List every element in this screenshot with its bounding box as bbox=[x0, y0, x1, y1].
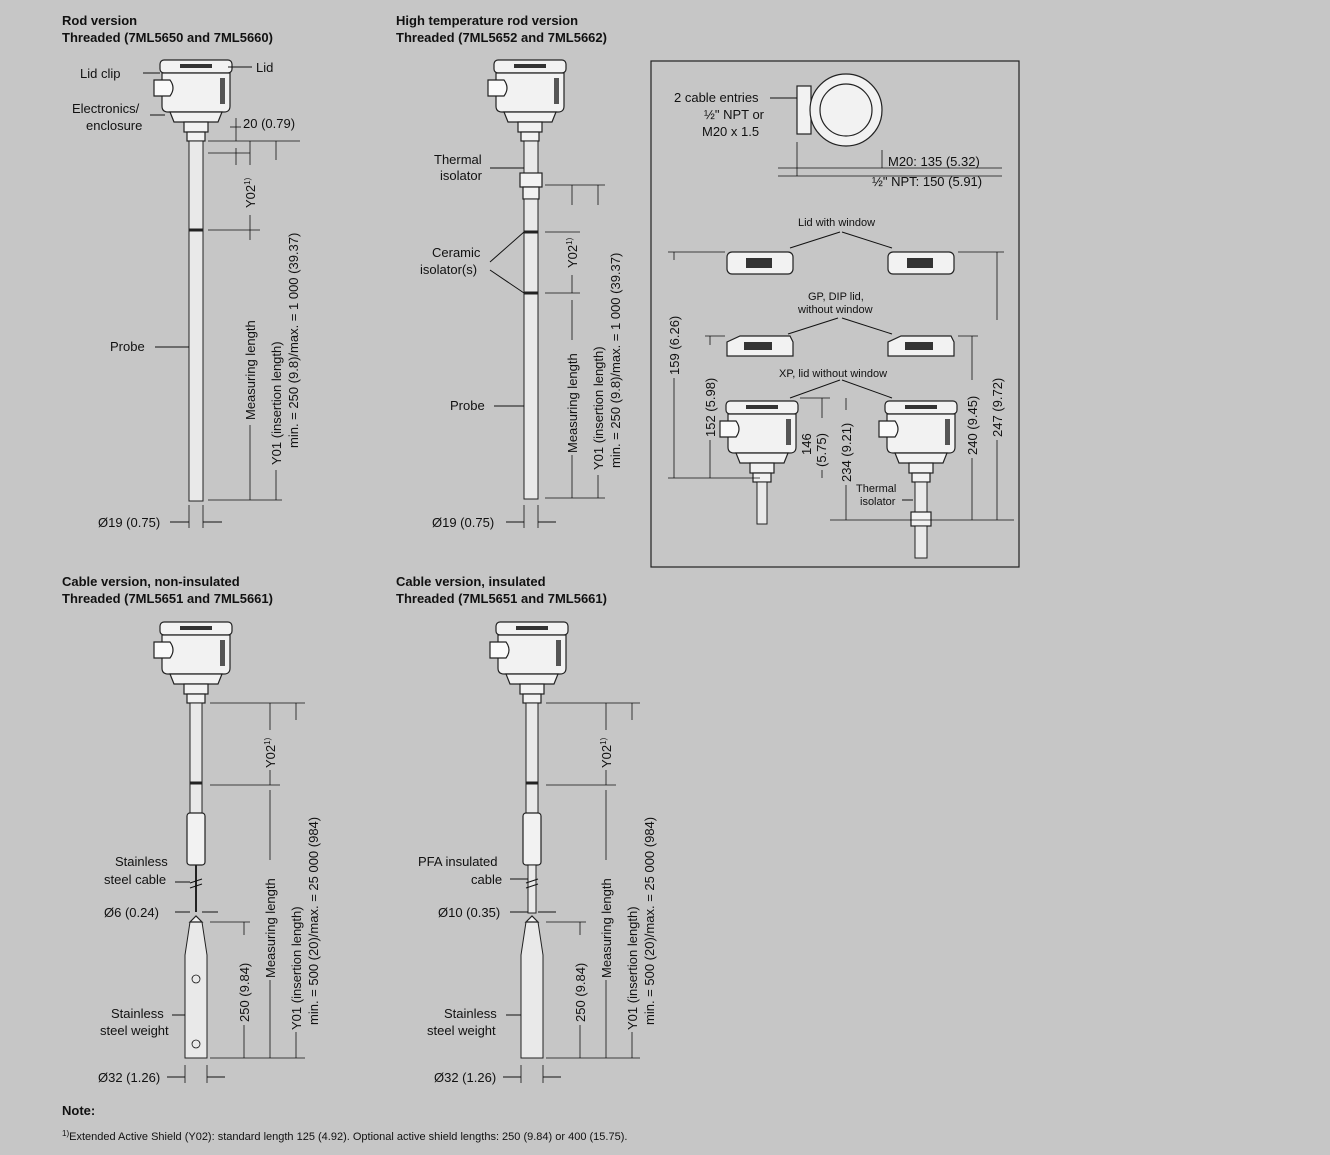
cable-non-subtitle: Threaded (7ML5651 and 7ML5661) bbox=[62, 591, 273, 606]
lid-clip-label: Lid clip bbox=[80, 66, 120, 81]
ht-rod-version-drawing bbox=[487, 59, 605, 528]
cable-insulated-drawing bbox=[489, 621, 640, 1083]
stainless-weight-non-1: Stainless bbox=[111, 1006, 164, 1021]
ceramic-label-2: isolator(s) bbox=[420, 262, 477, 277]
y01-rod-line1: Y01 (insertion length) bbox=[269, 341, 284, 465]
dim-250-non: 250 (9.84) bbox=[237, 963, 252, 1022]
cable-non-insulated-drawing bbox=[153, 621, 305, 1083]
cable-entries-3: M20 x 1.5 bbox=[702, 124, 759, 139]
dim-234: 234 (9.21) bbox=[839, 423, 854, 482]
dia-32-ins: Ø32 (1.26) bbox=[434, 1070, 496, 1085]
note-title: Note: bbox=[62, 1103, 95, 1118]
electronics-label-2: enclosure bbox=[86, 118, 142, 133]
y01-cable-non-line2: min. = 500 (20)/max. = 25 000 (984) bbox=[306, 817, 321, 1025]
y02-label-cable-ins: Y021) bbox=[599, 737, 614, 768]
rod-version-drawing bbox=[143, 59, 300, 528]
inset-thermal-2: isolator bbox=[860, 496, 896, 508]
dim-247: 247 (9.72) bbox=[990, 378, 1005, 437]
measuring-length-cable-ins: Measuring length bbox=[599, 878, 614, 978]
gp-dip-label-2: without window bbox=[797, 304, 873, 316]
dia-19-ht: Ø19 (0.75) bbox=[432, 515, 494, 530]
dia-32-non: Ø32 (1.26) bbox=[98, 1070, 160, 1085]
y01-cable-non-line1: Y01 (insertion length) bbox=[289, 906, 304, 1030]
pfa-label-1: PFA insulated bbox=[418, 854, 498, 869]
ht-rod-title: High temperature rod version bbox=[396, 13, 578, 28]
y01-rod-line2: min. = 250 (9.8)/max. = 1 000 (39.37) bbox=[286, 233, 301, 448]
y02-label-ht: Y021) bbox=[565, 237, 580, 268]
rod-title: Rod version bbox=[62, 13, 137, 28]
y01-cable-ins-line1: Y01 (insertion length) bbox=[625, 906, 640, 1030]
steel-cable-label: steel cable bbox=[104, 872, 166, 887]
dim-240: 240 (9.45) bbox=[965, 396, 980, 455]
electronics-label-1: Electronics/ bbox=[72, 101, 140, 116]
dim-npt: ½" NPT: 150 (5.91) bbox=[872, 174, 982, 189]
dim-159: 159 (6.26) bbox=[667, 316, 682, 375]
rod-subtitle: Threaded (7ML5650 and 7ML5660) bbox=[62, 30, 273, 45]
lid-with-window-label: Lid with window bbox=[798, 217, 875, 229]
cable-entries-1: 2 cable entries bbox=[674, 90, 759, 105]
xp-lid-label: XP, lid without window bbox=[779, 368, 887, 380]
measuring-length-ht: Measuring length bbox=[565, 353, 580, 453]
enclosure-options-inset bbox=[650, 60, 1020, 568]
dia-19-rod: Ø19 (0.75) bbox=[98, 515, 160, 530]
y01-cable-ins-line2: min. = 500 (20)/max. = 25 000 (984) bbox=[642, 817, 657, 1025]
ceramic-label-1: Ceramic bbox=[432, 245, 481, 260]
cable-non-title: Cable version, non-insulated bbox=[62, 574, 240, 589]
probe-label-ht: Probe bbox=[450, 398, 485, 413]
stainless-label-non: Stainless bbox=[115, 854, 168, 869]
steel-weight-non-2: steel weight bbox=[100, 1023, 169, 1038]
dim-152: 152 (5.98) bbox=[703, 378, 718, 437]
lid-label: Lid bbox=[256, 60, 273, 75]
measuring-length-rod: Measuring length bbox=[243, 320, 258, 420]
dim-20: 20 (0.79) bbox=[243, 116, 295, 131]
y02-label-rod: Y021) bbox=[243, 177, 258, 208]
cable-entries-2: ½" NPT or bbox=[704, 107, 765, 122]
note-text: 1)Extended Active Shield (Y02): standard… bbox=[62, 1129, 627, 1143]
thermal-label-1: Thermal bbox=[434, 152, 482, 167]
y02-label-cable-non: Y021) bbox=[263, 737, 278, 768]
cable-ins-subtitle: Threaded (7ML5651 and 7ML5661) bbox=[396, 591, 607, 606]
dim-146a: 146 bbox=[799, 433, 814, 455]
y01-ht-line2: min. = 250 (9.8)/max. = 1 000 (39.37) bbox=[608, 253, 623, 468]
pfa-label-2: cable bbox=[471, 872, 502, 887]
gp-dip-label-1: GP, DIP lid, bbox=[808, 291, 864, 303]
measuring-length-cable-non: Measuring length bbox=[263, 878, 278, 978]
inset-thermal-1: Thermal bbox=[856, 483, 896, 495]
ht-rod-subtitle: Threaded (7ML5652 and 7ML5662) bbox=[396, 30, 607, 45]
probe-label-rod: Probe bbox=[110, 339, 145, 354]
dia-10: Ø10 (0.35) bbox=[438, 905, 500, 920]
thermal-label-2: isolator bbox=[440, 168, 483, 183]
stainless-weight-ins-1: Stainless bbox=[444, 1006, 497, 1021]
dim-m20: M20: 135 (5.32) bbox=[888, 154, 980, 169]
cable-ins-title: Cable version, insulated bbox=[396, 574, 546, 589]
y01-ht-line1: Y01 (insertion length) bbox=[591, 346, 606, 470]
dia-6: Ø6 (0.24) bbox=[104, 905, 159, 920]
steel-weight-ins-2: steel weight bbox=[427, 1023, 496, 1038]
dim-250-ins: 250 (9.84) bbox=[573, 963, 588, 1022]
dim-146b: (5.75) bbox=[814, 433, 829, 467]
